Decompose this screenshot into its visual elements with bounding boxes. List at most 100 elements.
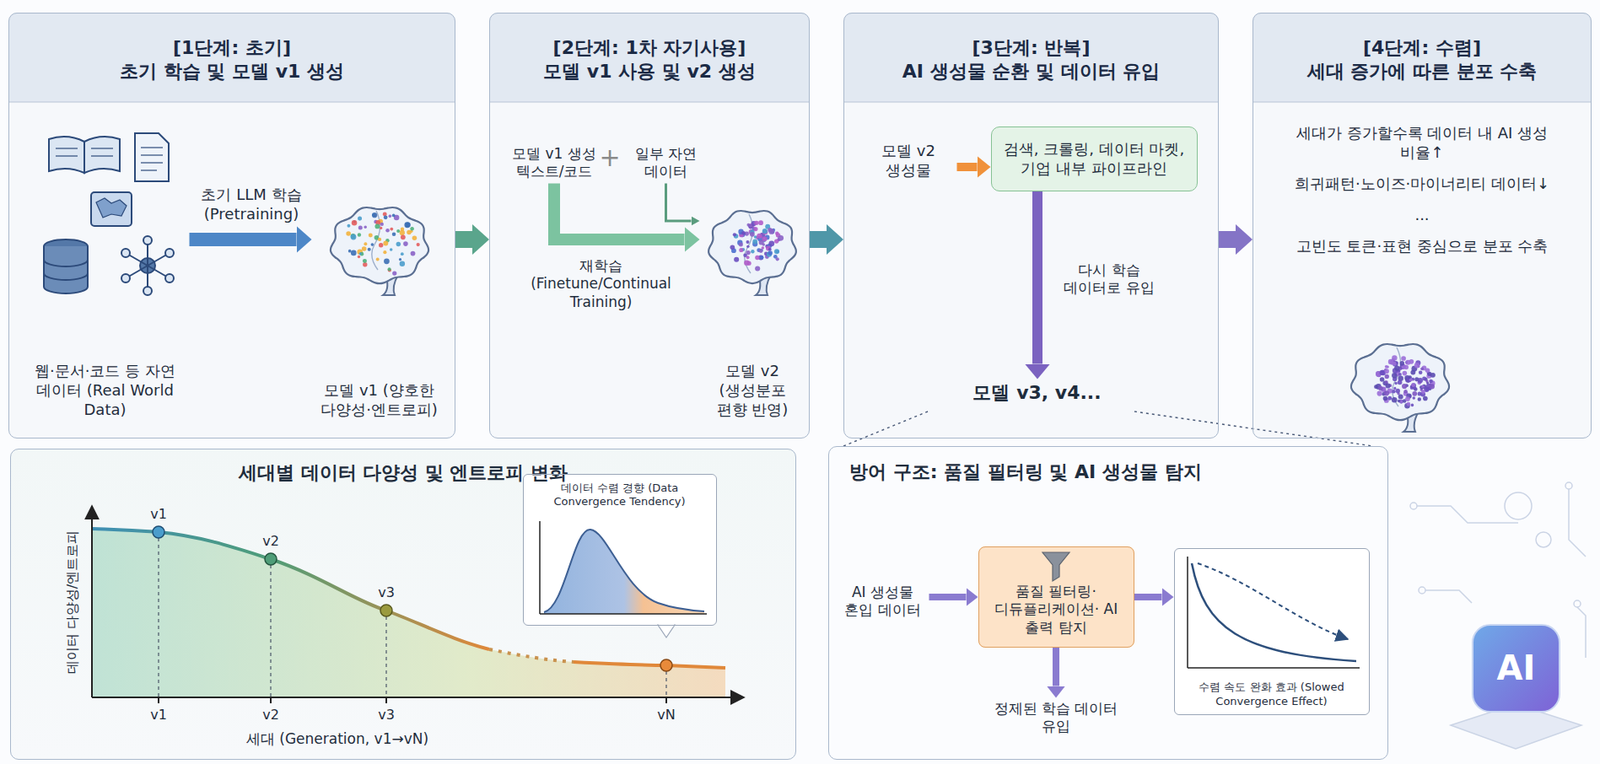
defense-panel: 방어 구조: 품질 필터링 및 AI 생성물 탐지AI 생성물 혼입 데이터품질… <box>828 446 1389 760</box>
brain-illustration <box>1387 396 1392 401</box>
brain-illustration <box>398 258 402 261</box>
filter-box: 품질 필터링· 디듀플리케이션· AI 출력 탐지 <box>978 546 1135 648</box>
brain-illustration <box>754 255 760 260</box>
brain-illustration <box>1395 388 1400 394</box>
defense-illustration <box>978 546 1135 648</box>
flow-arrow <box>1052 647 1060 687</box>
brain-illustration <box>767 250 772 255</box>
brain-illustration <box>363 242 367 246</box>
circuit-decoration <box>1504 492 1532 520</box>
node-text: 웹·문서·코드 등 자연 데이터 (Real World Data) <box>24 360 187 420</box>
circuit-decoration <box>1568 489 1586 557</box>
inset-chart: 데이터 수렴 경향 (Data Convergence Tendency) <box>522 474 717 626</box>
node-text: 모델 v1 (양호한 다양성·엔트로피) <box>315 380 444 420</box>
diversity-chart <box>522 474 717 626</box>
panel-backgrounds <box>8 12 456 439</box>
brain-illustration <box>1422 396 1428 402</box>
brain-illustration <box>708 210 797 284</box>
data-source-icons <box>96 198 127 218</box>
diversity-chart <box>539 613 707 615</box>
brain-illustration <box>357 232 361 237</box>
brain-illustration <box>357 216 362 221</box>
data-source-icons <box>55 155 78 157</box>
circuit-decoration <box>1565 482 1573 490</box>
panel-backgrounds <box>8 12 456 103</box>
brain-illustration <box>1425 367 1431 373</box>
diversity-chart <box>157 697 160 704</box>
panel-backgrounds <box>843 59 1219 103</box>
panel-heading: [1단계: 초기] 초기 학습 및 모델 v1 생성 <box>12 15 452 105</box>
heading-line: 세대 증가에 따른 분포 수축 <box>1307 59 1538 84</box>
brain-illustration <box>741 231 746 236</box>
panel-backgrounds <box>843 101 1219 103</box>
defense-illustration <box>978 546 1370 716</box>
node-text: 방어 구조: 품질 필터링 및 AI 생성물 탐지 <box>849 460 1368 485</box>
brain-illustration <box>750 249 755 254</box>
brain-illustration <box>768 228 775 235</box>
brain-illustration <box>378 242 383 248</box>
annotation: 세대 (Generation, v1→vN) <box>202 730 473 749</box>
brain-illustration <box>400 227 405 232</box>
data-source-icons <box>143 286 152 296</box>
brain-illustration <box>387 268 392 272</box>
brain-illustration <box>1411 404 1415 408</box>
model-node: 모델 v3, v4... <box>936 379 1139 408</box>
brain-illustration <box>371 242 375 247</box>
data-source-icons <box>91 155 114 157</box>
node-text: 고빈도 토큰·표현 중심으로 분포 수축 <box>1280 236 1564 256</box>
diversity-chart <box>665 697 668 704</box>
brain-illustration <box>1409 377 1413 382</box>
brain-illustration <box>754 265 760 271</box>
model-node: 모델 v2 (생성분포 편향 반영) <box>700 189 806 422</box>
brain-illustration <box>730 244 736 250</box>
brain-illustration <box>385 228 390 233</box>
defense-illustration <box>1042 552 1070 582</box>
panel-backgrounds <box>843 12 1219 439</box>
node-text: 모델 v3, v4... <box>939 381 1136 405</box>
zoom-leader <box>1134 411 1374 447</box>
panel-backgrounds <box>1252 59 1592 103</box>
brain-illustration <box>1384 368 1390 374</box>
tick-label: vN <box>651 706 682 724</box>
brain-illustration <box>392 270 397 275</box>
brain-illustration <box>1406 402 1412 407</box>
data-source-icons <box>165 274 174 283</box>
brain-illustration <box>1418 371 1423 376</box>
brain-illustration <box>1377 391 1383 397</box>
panel-heading: [4단계: 수렴] 세대 증가에 따른 분포 수축 <box>1256 15 1588 105</box>
node-text: 세대가 증가할수록 데이터 내 AI 생성 비율↑ <box>1280 123 1564 162</box>
panel-backgrounds <box>489 59 810 103</box>
brain-illustration <box>416 242 421 247</box>
annotation: + <box>597 141 623 174</box>
brain-illustration <box>1398 394 1404 400</box>
data-source-icons <box>43 259 88 281</box>
brain-illustration <box>1400 360 1406 367</box>
diversity-chart <box>538 521 541 615</box>
brain-illustration <box>1421 389 1426 394</box>
brain-illustration <box>758 220 764 226</box>
brain-illustration <box>777 235 784 242</box>
brain-illustration <box>765 245 771 251</box>
brain-illustration <box>1430 372 1436 378</box>
panel-backgrounds <box>10 448 797 760</box>
node-text: ... <box>1280 204 1564 225</box>
brain-illustration <box>1379 377 1385 383</box>
diversity-chart <box>264 553 277 566</box>
process-box: 검색, 크롤링, 데이터 마켓, 기업 내부 파이프라인 <box>991 126 1198 192</box>
brain-illustration <box>1391 389 1396 394</box>
inset-chart: 수렴 속도 완화 효과 (Slowed Convergence Effect) <box>1174 548 1370 716</box>
brain-illustration <box>382 241 388 247</box>
node-text: 모델 v1 생성 텍스트/코드 <box>505 145 604 183</box>
circuit-decoration <box>1573 600 1581 608</box>
brain-illustration <box>1384 380 1389 384</box>
data-source-icons <box>165 248 174 258</box>
brain-illustration <box>374 224 380 230</box>
brain-illustration <box>1405 360 1411 366</box>
node-text: 모델 v2 (생성분포 편향 반영) <box>703 360 803 420</box>
diversity-chart <box>91 528 490 650</box>
brain-illustration <box>768 240 775 247</box>
brain-illustration <box>379 226 383 230</box>
brain-illustration <box>351 220 358 227</box>
